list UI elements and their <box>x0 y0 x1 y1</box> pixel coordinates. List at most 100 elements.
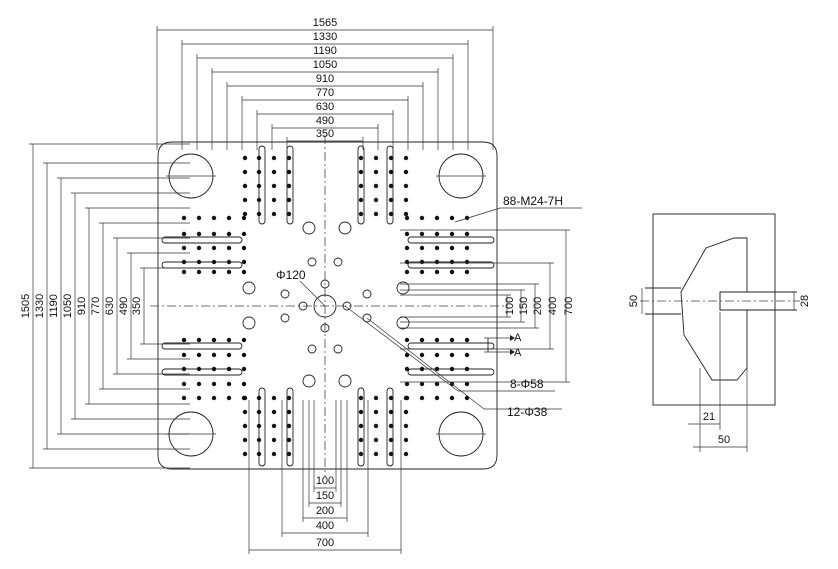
threaded-hole <box>404 245 410 251</box>
threaded-hole <box>358 451 364 457</box>
threaded-hole <box>211 337 217 343</box>
bottom-dim-400: 400 <box>316 520 334 532</box>
threaded-hole <box>181 259 187 265</box>
callout-center-hole: Φ120 <box>276 268 306 282</box>
threaded-hole <box>449 245 455 251</box>
t-slot <box>161 342 243 350</box>
threaded-hole <box>434 269 440 275</box>
threaded-hole <box>242 155 248 161</box>
top-dim-350: 350 <box>316 128 334 140</box>
t-slot <box>407 236 495 244</box>
section-dim-28-right: 28 <box>799 295 811 307</box>
top-dim-490: 490 <box>316 115 334 127</box>
threaded-hole <box>241 269 247 275</box>
threaded-hole <box>241 215 247 221</box>
threaded-hole <box>404 215 410 221</box>
threaded-hole <box>226 245 232 251</box>
threaded-hole <box>373 155 379 161</box>
threaded-hole <box>404 269 410 275</box>
right-dim-150: 150 <box>518 297 530 315</box>
threaded-hole <box>404 259 410 265</box>
top-dim-1190: 1190 <box>313 45 337 57</box>
threaded-hole <box>434 231 440 237</box>
threaded-hole <box>242 451 248 457</box>
threaded-hole <box>419 395 425 401</box>
threaded-hole <box>464 259 470 265</box>
top-dim-630: 630 <box>316 101 334 113</box>
threaded-hole <box>434 366 440 372</box>
threaded-hole <box>434 259 440 265</box>
threaded-hole <box>256 451 262 457</box>
right-dim-200: 200 <box>532 297 544 315</box>
threaded-hole <box>196 269 202 275</box>
threaded-hole <box>226 215 232 221</box>
threaded-hole <box>464 269 470 275</box>
threaded-hole <box>388 155 394 161</box>
threaded-hole <box>373 197 379 203</box>
threaded-hole <box>181 269 187 275</box>
threaded-hole <box>419 245 425 251</box>
threaded-hole <box>196 395 202 401</box>
threaded-hole <box>388 409 394 415</box>
threaded-hole <box>242 169 248 175</box>
threaded-hole <box>419 269 425 275</box>
threaded-hole <box>404 231 410 237</box>
threaded-hole <box>286 451 292 457</box>
left-dim-350: 350 <box>131 297 143 315</box>
threaded-hole <box>271 423 277 429</box>
threaded-hole <box>256 211 262 217</box>
threaded-hole <box>226 352 232 358</box>
threaded-hole <box>358 211 364 217</box>
t-slot <box>357 145 365 225</box>
threaded-hole <box>449 337 455 343</box>
threaded-hole <box>419 231 425 237</box>
threaded-hole <box>286 169 292 175</box>
threaded-hole <box>271 409 277 415</box>
threaded-hole <box>358 409 364 415</box>
threaded-hole <box>403 211 409 217</box>
threaded-hole <box>403 451 409 457</box>
threaded-hole <box>271 451 277 457</box>
threaded-hole <box>358 437 364 443</box>
left-dim-630: 630 <box>104 297 116 315</box>
threaded-hole <box>196 245 202 251</box>
threaded-hole <box>271 395 277 401</box>
threaded-hole <box>211 366 217 372</box>
threaded-hole <box>242 409 248 415</box>
threaded-hole <box>211 352 217 358</box>
threaded-hole <box>181 337 187 343</box>
threaded-hole <box>434 352 440 358</box>
threaded-hole <box>449 366 455 372</box>
threaded-hole <box>286 395 292 401</box>
threaded-hole <box>358 183 364 189</box>
threaded-hole <box>358 395 364 401</box>
threaded-hole <box>419 366 425 372</box>
threaded-hole <box>403 183 409 189</box>
threaded-hole <box>419 352 425 358</box>
threaded-hole <box>434 395 440 401</box>
section-dim-50-left: 50 <box>628 295 640 307</box>
threaded-hole <box>256 169 262 175</box>
threaded-hole <box>271 183 277 189</box>
threaded-hole <box>373 169 379 175</box>
threaded-hole <box>181 366 187 372</box>
threaded-hole <box>404 337 410 343</box>
threaded-hole <box>449 395 455 401</box>
bottom-dim-100: 100 <box>316 475 334 487</box>
threaded-hole <box>241 259 247 265</box>
threaded-hole <box>242 183 248 189</box>
threaded-hole <box>271 211 277 217</box>
section-dim-50-bottom: 50 <box>718 434 730 446</box>
threaded-hole <box>373 395 379 401</box>
threaded-hole <box>373 183 379 189</box>
threaded-hole <box>464 231 470 237</box>
t-slot <box>286 145 294 225</box>
threaded-hole <box>256 395 262 401</box>
threaded-hole <box>241 366 247 372</box>
threaded-hole <box>403 409 409 415</box>
bottom-dimensions: 100 150 200 400 700 <box>316 475 334 549</box>
left-dim-1505: 1505 <box>20 294 32 318</box>
section-dim-21: 21 <box>703 411 715 423</box>
t-slot <box>357 387 365 467</box>
